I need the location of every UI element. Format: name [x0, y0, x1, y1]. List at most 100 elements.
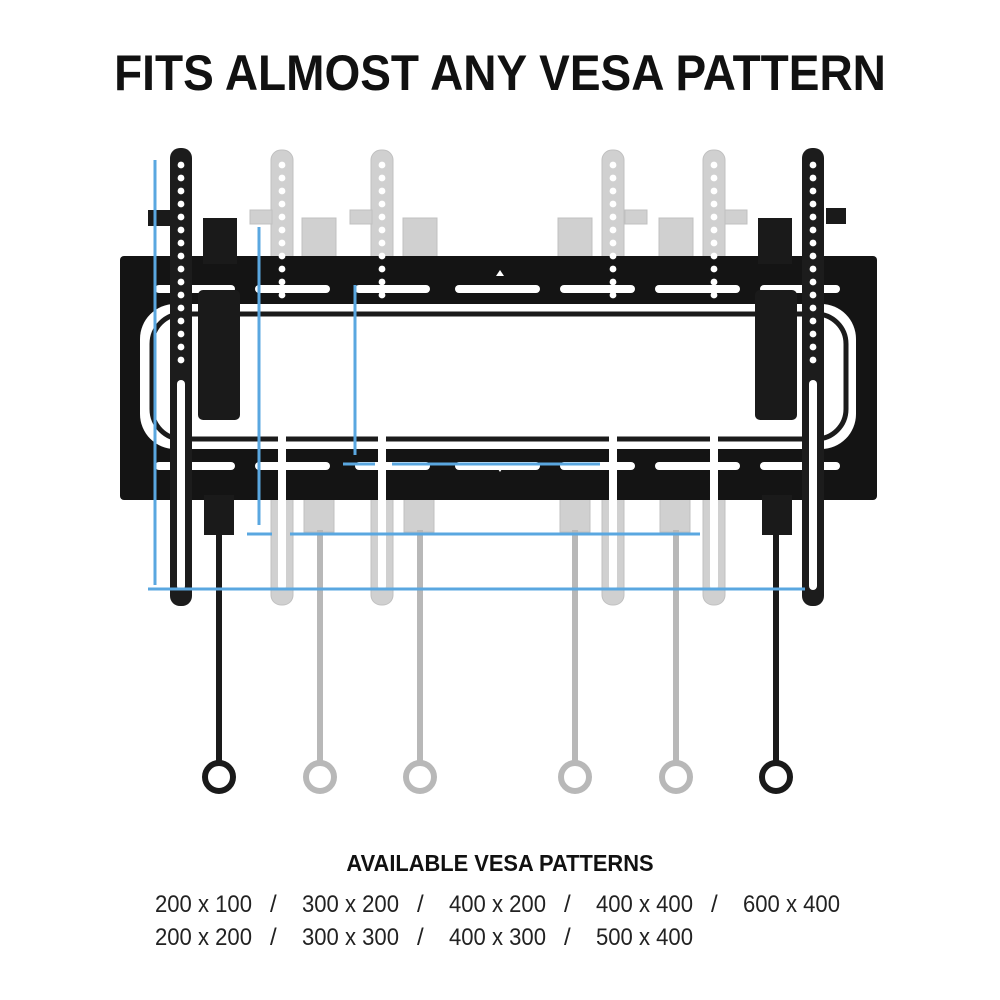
- arm-hole: [177, 200, 185, 208]
- arm-hole: [177, 291, 185, 299]
- pattern-item: 200 x 200: [155, 924, 252, 951]
- arm-hole: [177, 161, 185, 169]
- arm-hole: [710, 291, 718, 299]
- pattern-item: 200 x 100: [155, 891, 252, 918]
- arm-hole: [278, 330, 286, 338]
- arm-hole: [278, 343, 286, 351]
- arm-hole: [177, 330, 185, 338]
- arm-hole: [378, 304, 386, 312]
- arm-hole: [278, 291, 286, 299]
- arm-hole: [378, 343, 386, 351]
- arm-hole: [809, 278, 817, 286]
- ghost-pull-cords: [303, 530, 693, 794]
- arm-hole: [278, 213, 286, 221]
- arm-hole: [609, 252, 617, 260]
- arm-hole: [378, 265, 386, 273]
- available-patterns-title: AVAILABLE VESA PATTERNS: [346, 850, 654, 876]
- arm-hole: [378, 239, 386, 247]
- arm-hole: [809, 252, 817, 260]
- arm-hole: [809, 304, 817, 312]
- patterns-row-1: 200 x 100 / 300 x 200 / 400 x 200 / 400 …: [155, 890, 858, 920]
- arm-hole: [378, 213, 386, 221]
- arm-slot: [710, 380, 718, 590]
- arm-hole: [710, 187, 718, 195]
- arm-hole: [378, 317, 386, 325]
- pattern-item: 300 x 200: [302, 891, 399, 918]
- pattern-separator: /: [711, 891, 718, 918]
- arm-hole: [609, 174, 617, 182]
- arm-hole: [177, 343, 185, 351]
- pattern-item: 400 x 400: [596, 891, 693, 918]
- arm-hole: [809, 343, 817, 351]
- wall-plate: [120, 256, 877, 500]
- arm-hole: [809, 226, 817, 234]
- arm-hole: [609, 278, 617, 286]
- pattern-item: 400 x 200: [449, 891, 546, 918]
- arm-hole: [378, 330, 386, 338]
- arm-hole: [809, 330, 817, 338]
- arm-hole: [378, 356, 386, 364]
- arm-hole: [278, 174, 286, 182]
- arm-hole: [609, 213, 617, 221]
- arm-hole: [710, 304, 718, 312]
- arm-hole: [609, 317, 617, 325]
- black-arms: [170, 148, 824, 606]
- arm-slot: [378, 380, 386, 590]
- arm-hole: [710, 343, 718, 351]
- black-pull-cords: [202, 530, 793, 794]
- arm-hole: [278, 265, 286, 273]
- arm-hole: [609, 161, 617, 169]
- arm-hole: [378, 252, 386, 260]
- arm-hole: [609, 304, 617, 312]
- pattern-separator: /: [270, 924, 277, 951]
- arm-hole: [378, 174, 386, 182]
- pattern-separator: /: [564, 891, 571, 918]
- arm-hole: [809, 265, 817, 273]
- arm-hole: [177, 265, 185, 273]
- arm-hole: [609, 239, 617, 247]
- arm-hole: [177, 239, 185, 247]
- arm-hole: [278, 317, 286, 325]
- arm-hole: [809, 213, 817, 221]
- arm-hole: [278, 356, 286, 364]
- arm-hole: [278, 226, 286, 234]
- black-hangers: [148, 208, 846, 535]
- pattern-separator: /: [417, 891, 424, 918]
- pattern-item: 600 x 400: [743, 891, 840, 918]
- arm-hole: [278, 304, 286, 312]
- page-title: FITS ALMOST ANY VESA PATTERN: [114, 45, 886, 101]
- arm-hole: [809, 356, 817, 364]
- arm-hole: [710, 265, 718, 273]
- arm-hole: [809, 239, 817, 247]
- arm-hole: [609, 265, 617, 273]
- arm-hole: [609, 187, 617, 195]
- arm-hole: [609, 356, 617, 364]
- arm-hole: [177, 356, 185, 364]
- arm-hole: [809, 187, 817, 195]
- pattern-separator: /: [564, 924, 571, 951]
- arm-slot: [177, 380, 185, 590]
- black-arm-left: [170, 148, 192, 606]
- arm-hole: [710, 213, 718, 221]
- arm-hole: [177, 187, 185, 195]
- pattern-separator: /: [417, 924, 424, 951]
- vesa-indicator-lines: [148, 160, 805, 591]
- arm-hole: [378, 161, 386, 169]
- arm-hole: [609, 343, 617, 351]
- arm-hole: [177, 226, 185, 234]
- arm-hole: [378, 200, 386, 208]
- arm-hole: [710, 161, 718, 169]
- arm-hole: [278, 239, 286, 247]
- arm-hole: [278, 200, 286, 208]
- arm-hole: [809, 200, 817, 208]
- arm-hole: [609, 200, 617, 208]
- pattern-item: 400 x 300: [449, 924, 546, 951]
- arm-hole: [809, 174, 817, 182]
- pattern-item: 300 x 300: [302, 924, 399, 951]
- arm-hole: [177, 317, 185, 325]
- arm-hole: [710, 200, 718, 208]
- arm-hole: [809, 317, 817, 325]
- arm-slot: [609, 380, 617, 590]
- arm-hole: [177, 213, 185, 221]
